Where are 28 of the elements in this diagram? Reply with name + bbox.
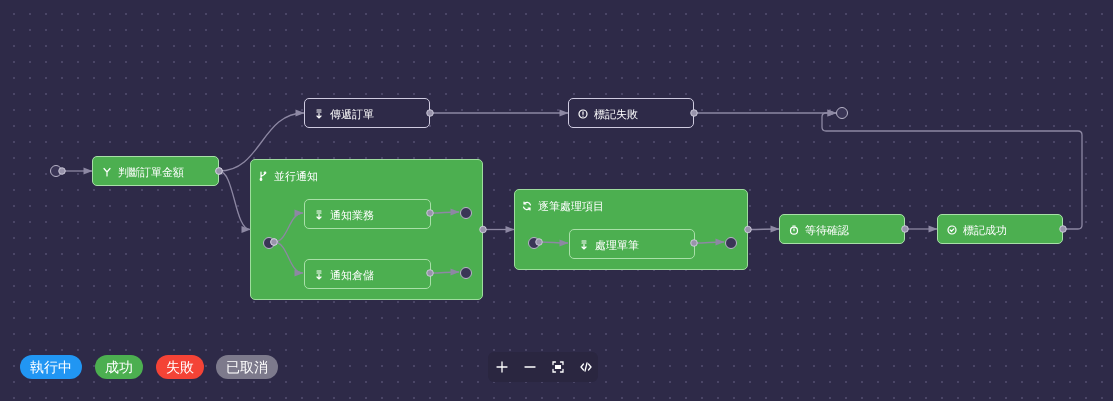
node-label: 通知業務	[330, 209, 374, 222]
group-box	[514, 189, 748, 270]
group-title: 並行通知	[274, 170, 318, 183]
process-box	[568, 98, 694, 128]
status-pill: 已取消	[216, 355, 278, 379]
process-box	[304, 199, 431, 229]
process-box	[92, 156, 219, 186]
node-label: 等待確認	[805, 224, 849, 237]
node-label: 標記失敗	[594, 108, 638, 121]
process-box	[569, 229, 695, 259]
process-box	[779, 214, 905, 244]
process-box	[304, 259, 431, 289]
group-title: 逐筆處理項目	[538, 200, 604, 213]
status-pill: 成功	[95, 355, 143, 379]
arrow	[821, 109, 1083, 230]
node-label: 通知倉儲	[330, 269, 374, 282]
node-label: 判斷訂單金額	[118, 166, 184, 179]
terminal-circle	[460, 207, 472, 219]
process-box	[937, 214, 1063, 244]
process-box	[304, 98, 430, 128]
group-box	[250, 159, 483, 300]
terminal-circle	[460, 267, 472, 279]
status-pill: 執行中	[20, 355, 82, 379]
node-label: 傳遞訂單	[330, 108, 374, 121]
node-label: 處理單筆	[595, 239, 639, 252]
status-pill: 失敗	[156, 355, 204, 379]
terminal-circle	[725, 237, 737, 249]
node-label: 標記成功	[963, 224, 1007, 237]
